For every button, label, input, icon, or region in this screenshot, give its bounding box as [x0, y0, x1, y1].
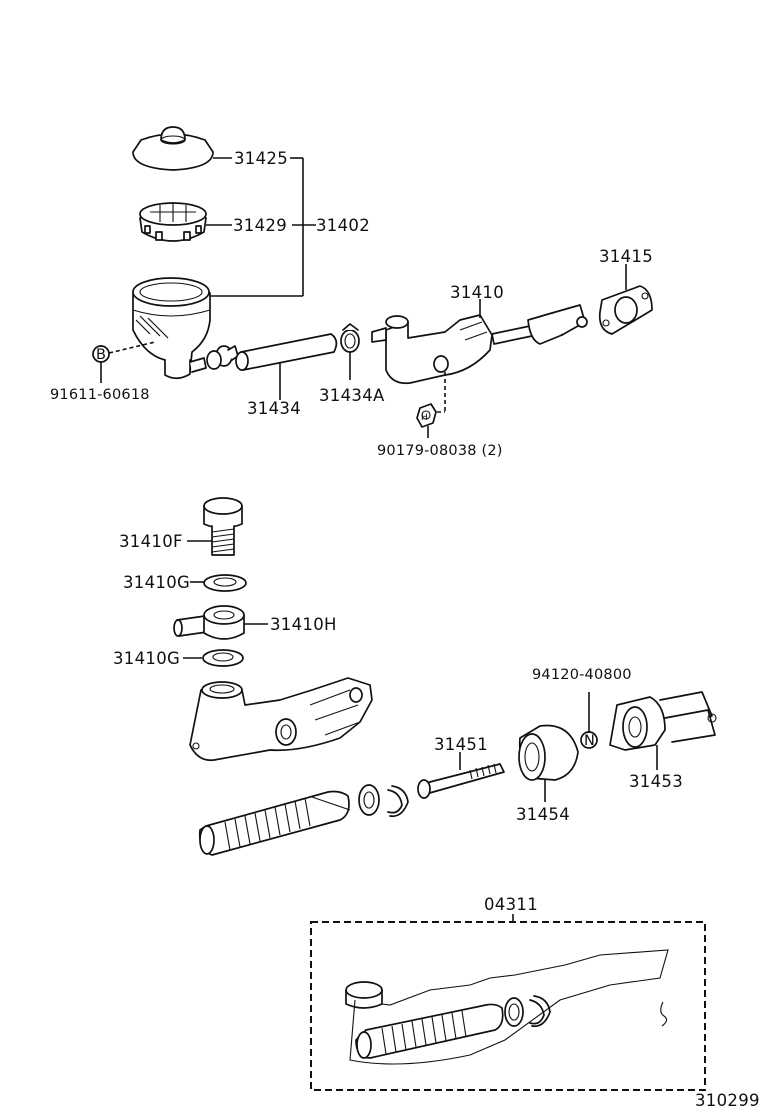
clevis-part	[609, 691, 717, 751]
gasket-washer-top-part	[203, 574, 247, 592]
label-31454: 31454	[516, 805, 570, 824]
label-31410F: 31410F	[119, 532, 183, 551]
label-31402: 31402	[316, 216, 370, 235]
repair-kit-box	[310, 921, 706, 1091]
label-31434A: 31434A	[319, 386, 385, 405]
label-31410G-top: 31410G	[123, 573, 190, 592]
reservoir-body-part	[132, 277, 211, 380]
label-31453: 31453	[629, 772, 683, 791]
piston-cup-part	[358, 784, 409, 818]
label-31415: 31415	[599, 247, 653, 266]
reservoir-strainer-part	[139, 202, 207, 242]
reservoir-hose-part	[235, 333, 338, 371]
marker-n: N	[584, 733, 595, 749]
label-31425: 31425	[234, 149, 288, 168]
union-bolt-part	[203, 497, 243, 556]
boot-part	[518, 724, 579, 781]
gasket-part	[598, 285, 653, 335]
cylinder-body-part	[189, 677, 373, 762]
label-31410: 31410	[450, 283, 504, 302]
label-94120: 94120-40800	[532, 667, 632, 683]
union-fitting-part	[173, 605, 245, 640]
repair-kit-outline	[349, 949, 669, 1065]
marker-h: H	[421, 413, 428, 423]
label-31410H: 31410H	[270, 615, 337, 634]
reservoir-cap-part	[132, 126, 214, 171]
marker-b: B	[96, 347, 106, 363]
figure-number: 310299	[695, 1091, 760, 1110]
push-rod-31451-part	[417, 763, 505, 799]
master-cylinder-part	[371, 314, 493, 385]
label-31429: 31429	[233, 216, 287, 235]
push-rod-part	[491, 304, 588, 345]
label-91611: 91611-60618	[50, 387, 150, 403]
label-31451: 31451	[434, 735, 488, 754]
label-90179: 90179-08038 (2)	[377, 443, 503, 459]
leader-b	[108, 341, 156, 354]
label-31434: 31434	[247, 399, 301, 418]
label-31410G-bot: 31410G	[113, 649, 180, 668]
nut-part	[416, 403, 437, 428]
hose-clip-part	[340, 323, 360, 353]
gasket-washer-bottom-part	[202, 649, 244, 667]
repair-kit-parts	[345, 981, 668, 1059]
hose-clamp-left-part	[206, 345, 239, 370]
piston-spring-part	[198, 790, 351, 856]
label-04311: 04311	[484, 895, 538, 914]
